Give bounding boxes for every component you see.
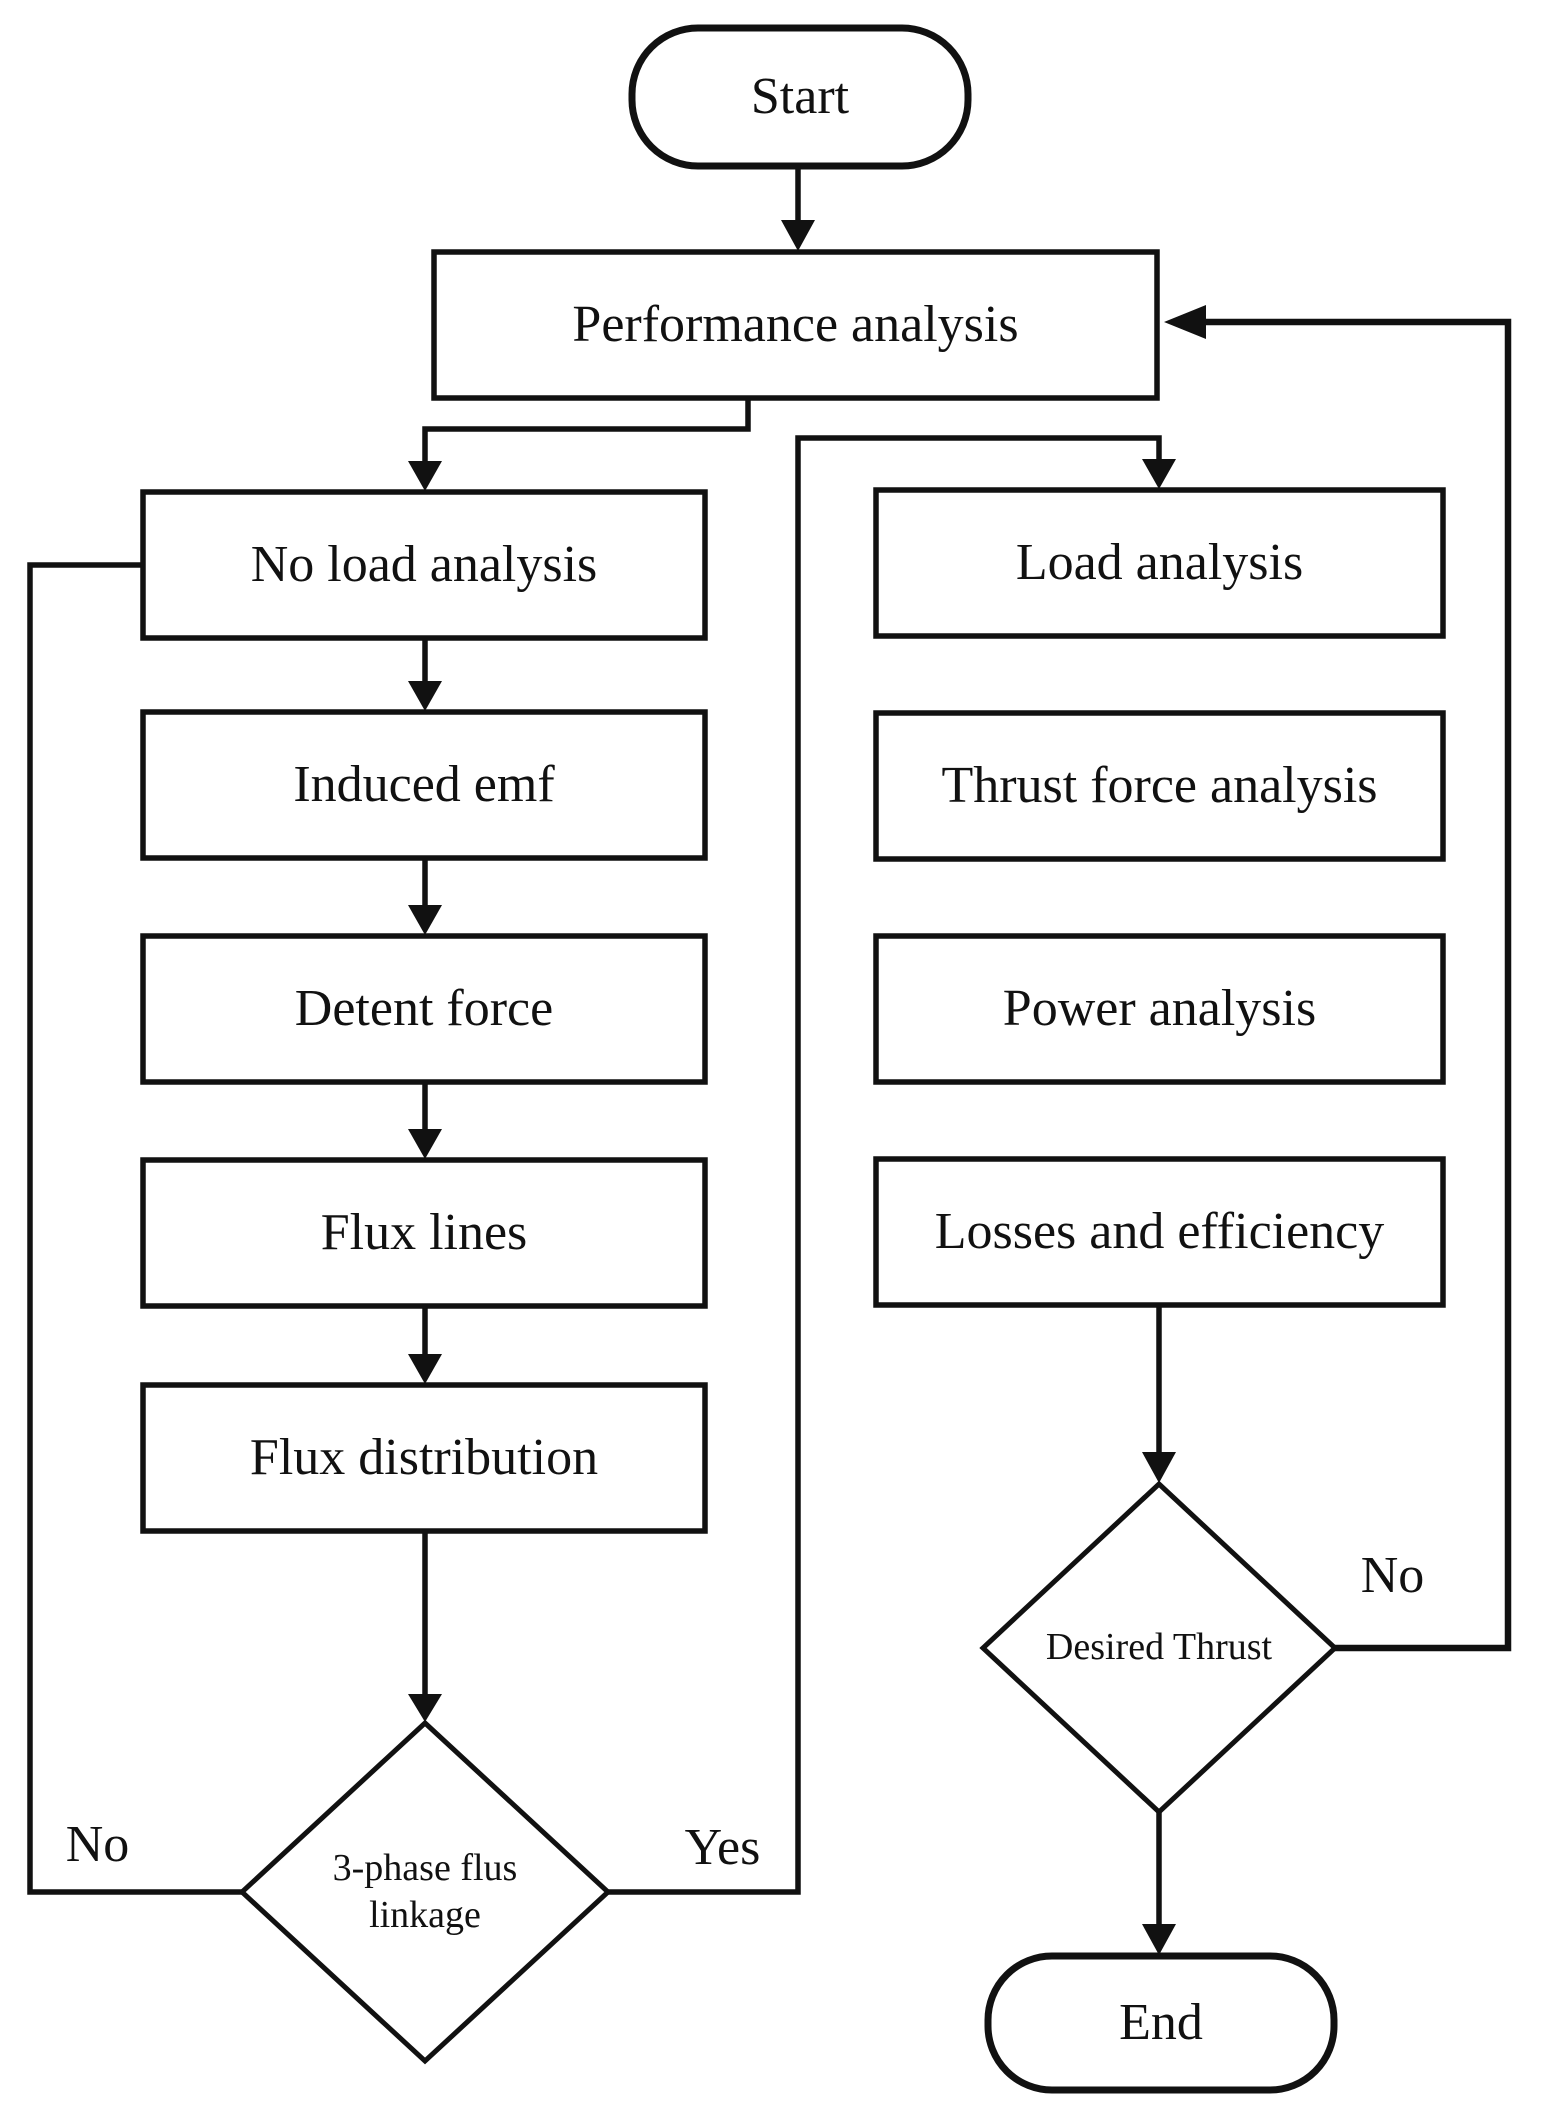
arrowhead-into-induced-emf — [408, 681, 442, 711]
flux-lines-box — [140, 1157, 708, 1309]
arrowhead-into-no-load — [408, 461, 442, 491]
arrowhead-into-performance-right — [1164, 305, 1206, 339]
arrowhead-into-end — [1142, 1924, 1176, 1955]
no-load-analysis-box — [140, 489, 708, 641]
desired-thrust-diamond — [979, 1480, 1339, 1816]
edge-performance-to-no-load — [422, 398, 751, 461]
arrowhead-into-flux-lines — [408, 1129, 442, 1159]
flux-distribution-box — [140, 1382, 708, 1534]
load-analysis-box — [873, 487, 1446, 639]
edge-yes-to-load-analysis — [608, 435, 1162, 1895]
edge-no-loop-to-no-load-analysis — [27, 562, 242, 1895]
thrust-force-analysis-box — [873, 710, 1446, 862]
performance-analysis-box — [431, 249, 1160, 401]
arrowhead-into-load-analysis — [1142, 459, 1176, 489]
arrowhead-into-performance-top — [781, 220, 815, 251]
arrowhead-into-flux-distribution — [408, 1354, 442, 1384]
losses-and-efficiency-box — [873, 1156, 1446, 1308]
power-analysis-box — [873, 933, 1446, 1085]
detent-force-box — [140, 933, 708, 1085]
three-phase-flux-linkage-diamond — [238, 1719, 612, 2065]
induced-emf-box — [140, 709, 708, 861]
edge-no-feedback-to-performance — [1206, 318, 1512, 1652]
arrowhead-into-detent-force — [408, 905, 442, 935]
end-terminator-shape — [984, 1952, 1338, 2094]
arrowhead-into-desired-thrust — [1142, 1452, 1176, 1483]
start-terminator-shape — [628, 24, 972, 170]
arrowhead-into-three-phase-decision — [408, 1694, 442, 1722]
